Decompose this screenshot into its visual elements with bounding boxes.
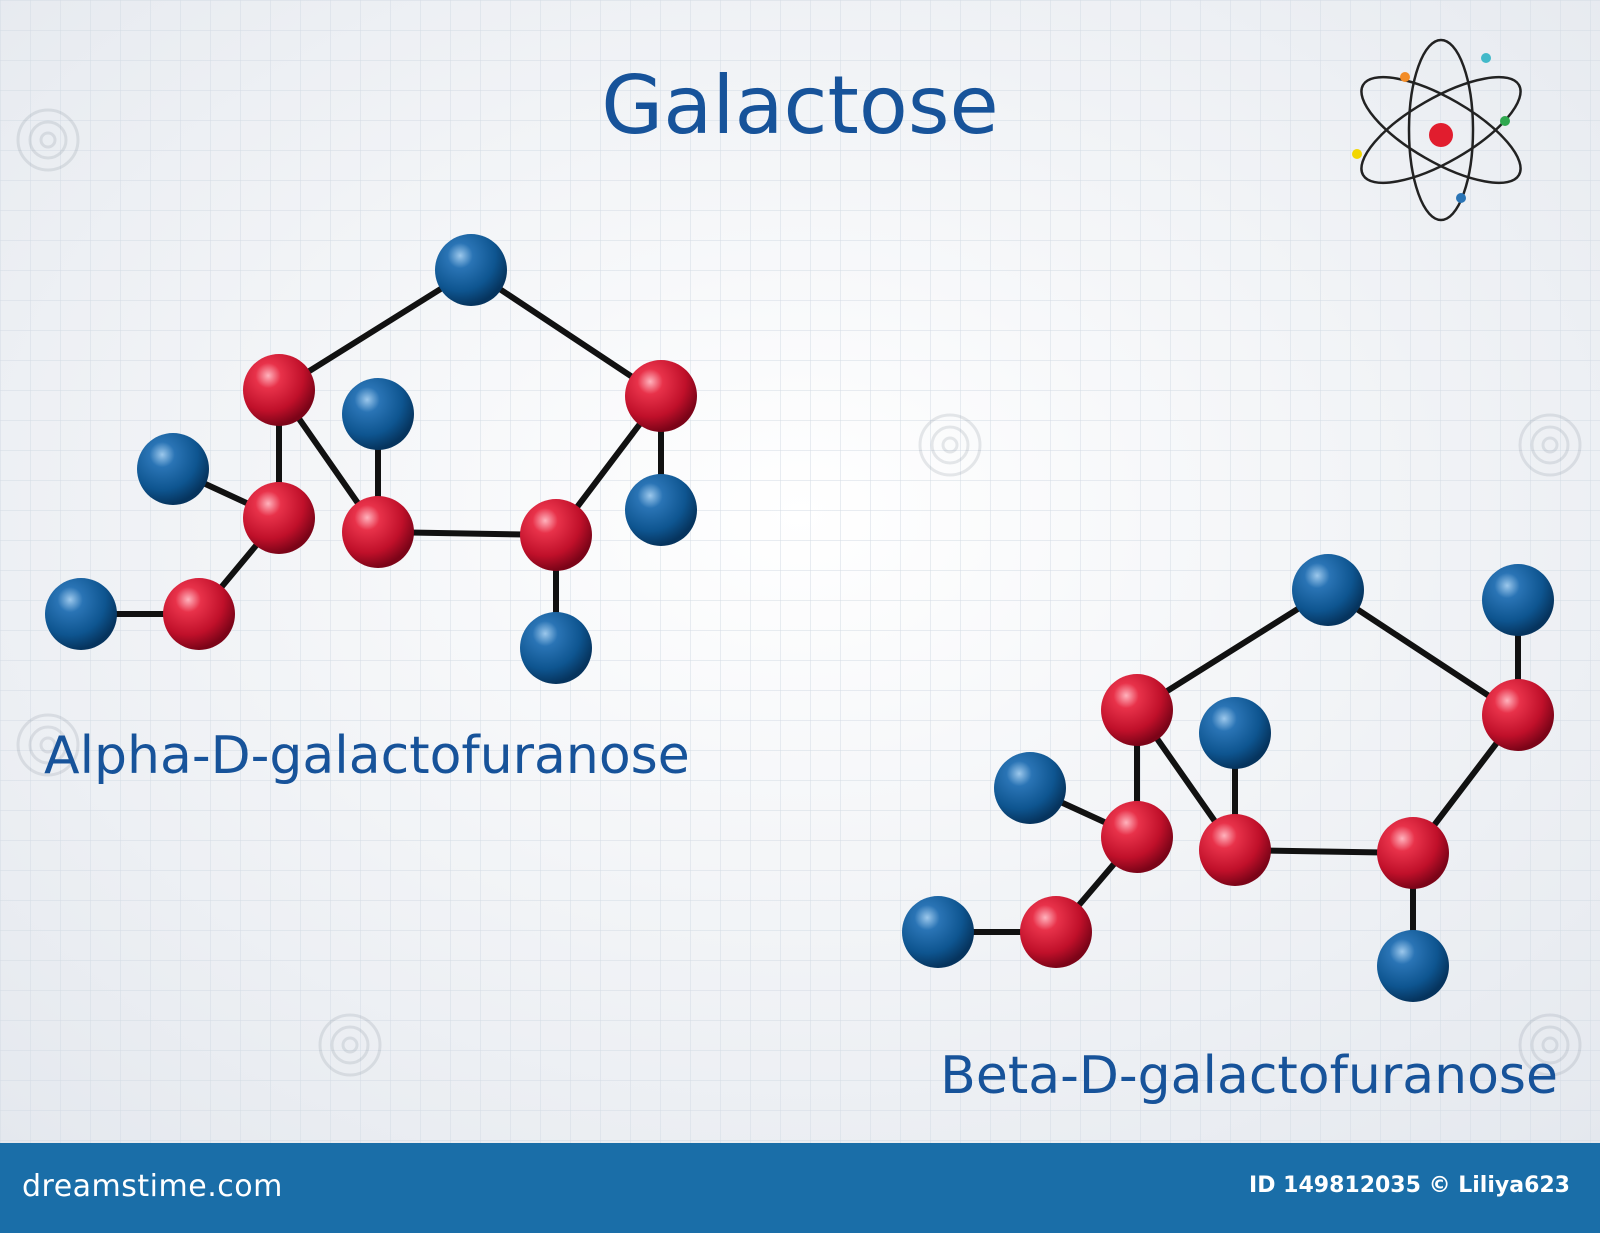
oxygen-atom <box>1482 679 1554 751</box>
footer-image-id: ID 149812035 © Liliya623 <box>1249 1173 1570 1198</box>
oxygen-atom <box>1020 896 1092 968</box>
carbon-atom <box>625 474 697 546</box>
alpha-molecule <box>45 234 697 684</box>
carbon-atom <box>1292 554 1364 626</box>
carbon-atom <box>994 752 1066 824</box>
atoms <box>902 554 1554 1002</box>
beta-molecule <box>902 554 1554 1002</box>
oxygen-atom <box>1377 817 1449 889</box>
carbon-atom <box>435 234 507 306</box>
carbon-atom <box>1199 697 1271 769</box>
oxygen-atom <box>1199 814 1271 886</box>
oxygen-atom <box>1101 801 1173 873</box>
carbon-atom <box>1482 564 1554 636</box>
alpha-molecule-label: Alpha-D-galactofuranose <box>44 726 690 786</box>
oxygen-atom <box>243 354 315 426</box>
oxygen-atom <box>243 482 315 554</box>
atom-icon <box>1352 38 1522 222</box>
page-title: Galactose <box>601 59 998 152</box>
oxygen-atom <box>342 496 414 568</box>
carbon-atom <box>137 433 209 505</box>
oxygen-atom <box>625 360 697 432</box>
oxygen-atom <box>520 499 592 571</box>
carbon-atom <box>520 612 592 684</box>
diagram-canvas: Galactose <box>0 0 1600 1143</box>
carbon-atom <box>1377 930 1449 1002</box>
footer-bar: dreamstime.com ID 149812035 © Liliya623 <box>0 1143 1600 1233</box>
carbon-atom <box>45 578 117 650</box>
carbon-atom <box>342 378 414 450</box>
footer-brand[interactable]: dreamstime.com <box>22 1169 283 1204</box>
oxygen-atom <box>163 578 235 650</box>
carbon-atom <box>902 896 974 968</box>
dreamstime-watermark-icon <box>16 108 1582 1077</box>
oxygen-atom <box>1101 674 1173 746</box>
beta-molecule-label: Beta-D-galactofuranose <box>940 1046 1558 1106</box>
atoms <box>45 234 697 684</box>
